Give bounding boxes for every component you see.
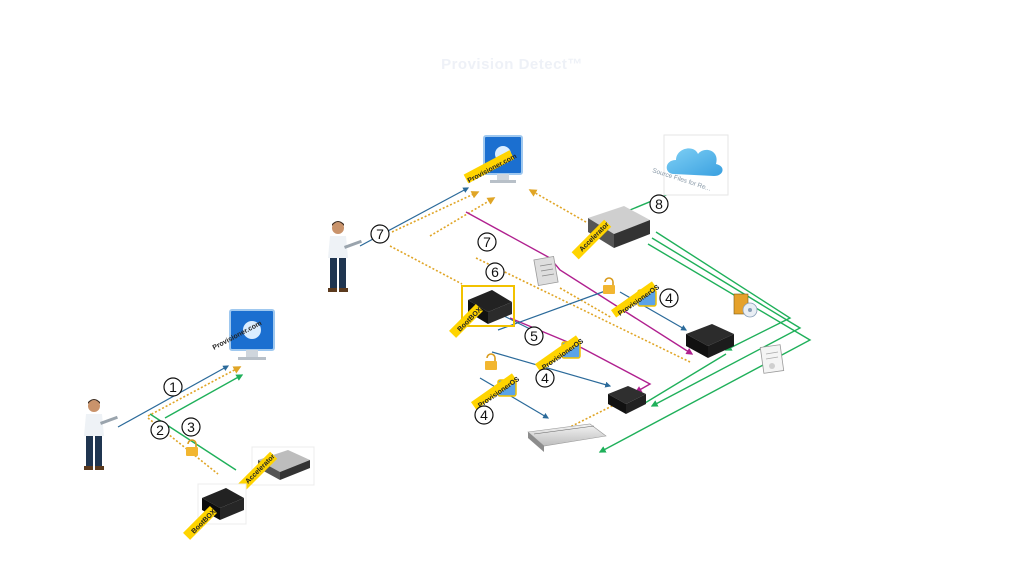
step-number: 6 <box>491 264 499 280</box>
flow-gold-person-bootbox <box>389 245 463 285</box>
flow-green-loop-device2 <box>650 237 802 407</box>
step-marker: 7 <box>370 224 390 244</box>
flow-3-green <box>164 374 244 419</box>
flow-green-inner <box>639 353 727 407</box>
step-number: 4 <box>665 290 673 306</box>
monitor-left: Provisioner.com <box>212 309 275 360</box>
step-number: 1 <box>169 379 177 395</box>
lock-icon <box>603 277 615 294</box>
flow-green-loop-rack <box>598 243 812 453</box>
flow-green-loop-device1 <box>655 231 792 351</box>
person-left <box>84 399 118 470</box>
device-edge-1 <box>686 324 734 358</box>
lock-icon <box>485 353 497 370</box>
provisioneros-badge: ProvisionerOS <box>470 373 521 410</box>
flow-blue-os-rack <box>479 377 550 419</box>
step-number: 2 <box>156 422 164 438</box>
step-number: 7 <box>376 226 384 242</box>
step-marker: 4 <box>659 288 679 308</box>
rack-server <box>527 423 607 452</box>
lock-icon <box>186 439 198 456</box>
provisioneros-badge: ProvisionerOS <box>534 335 585 372</box>
flow-2-gold <box>147 366 242 417</box>
device-edge-2 <box>608 386 646 414</box>
accelerator-left: Accelerator <box>236 446 315 493</box>
step-number: 5 <box>530 328 538 344</box>
flow-gold-b <box>429 197 496 237</box>
bootbox-right: BootBOX <box>449 285 515 338</box>
flow-bootbox-gold <box>147 417 219 475</box>
step-number: 4 <box>480 407 488 423</box>
step-marker: 4 <box>535 368 555 388</box>
flow-blue-bootbox-lock <box>497 289 609 331</box>
step-marker: 8 <box>649 194 669 214</box>
step-marker: 5 <box>524 326 544 346</box>
accelerator-right: Accelerator <box>571 206 650 260</box>
step-number: 7 <box>483 234 491 250</box>
cloud-source-files: Source Files for Re... <box>651 134 729 196</box>
step-marker: 2 <box>150 420 170 440</box>
flow-blue-os-device2 <box>491 351 612 388</box>
person-right <box>328 221 362 292</box>
step-marker: 7 <box>477 232 497 252</box>
flow-magenta-b <box>509 317 652 393</box>
step-markers: 1 2 3 7 7 6 5 <box>150 194 679 440</box>
flow-7-gold-a <box>391 191 480 233</box>
step-number: 4 <box>541 370 549 386</box>
flow-acc-prov-gold <box>528 189 587 223</box>
step-marker: 6 <box>485 262 505 282</box>
step-marker: 4 <box>474 405 494 425</box>
monitor-provisioner: Provisioner.com <box>463 135 523 185</box>
step-number: 8 <box>655 196 663 212</box>
document-icon <box>533 255 559 287</box>
bootbox-left: BootBOX <box>183 483 247 540</box>
certificate-icon <box>759 344 785 374</box>
step-number: 3 <box>187 419 195 435</box>
software-disc-icon <box>733 293 758 318</box>
step-marker: 1 <box>163 377 183 397</box>
provisioneros-badge: ProvisionerOS <box>610 281 661 318</box>
diagram-title: Provision Detect™ <box>441 56 583 73</box>
step-marker: 3 <box>181 417 201 437</box>
